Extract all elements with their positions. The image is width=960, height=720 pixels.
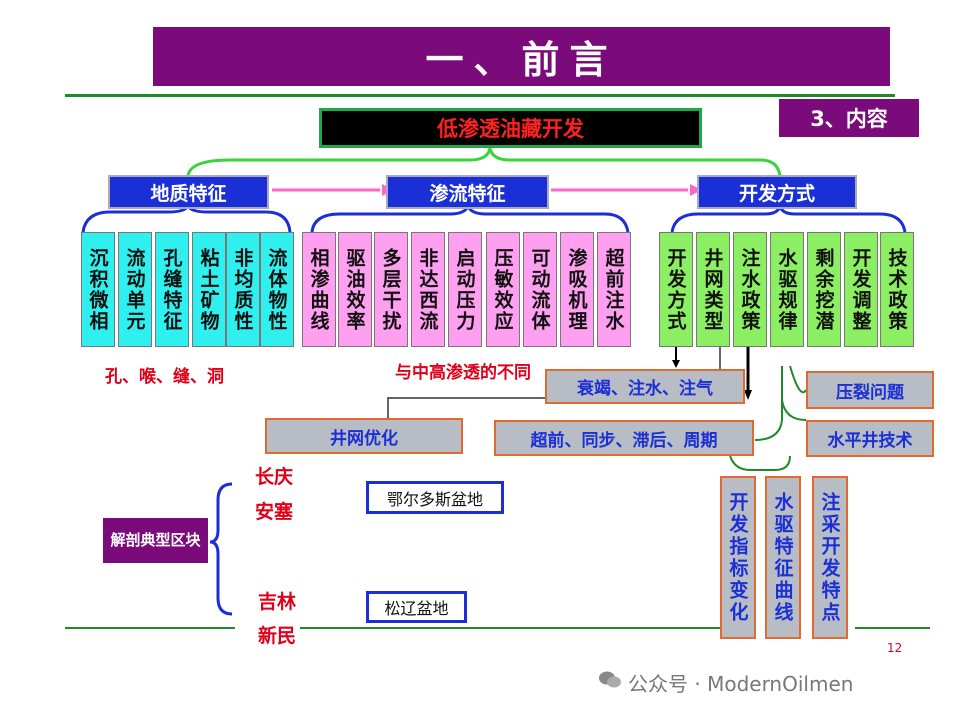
geology-item: 沉积微相	[81, 232, 115, 347]
development-item: 剩余挖潜	[807, 232, 841, 347]
seepage-item: 驱油效率	[338, 232, 372, 347]
region-changqing: 长庆	[255, 466, 294, 488]
injection-production-box: 注采开发特点	[812, 476, 848, 639]
bottom-divider-right	[300, 627, 720, 629]
seepage-item: 多层干扰	[374, 232, 408, 347]
geology-item: 孔缝特征	[155, 232, 189, 347]
basin-ordos: 鄂尔多斯盆地	[366, 481, 504, 514]
title-divider	[65, 94, 895, 97]
depletion-box: 衰竭、注水、注气	[545, 369, 745, 404]
seepage-item: 可动流体	[523, 232, 557, 347]
region-xinmin: 新民	[258, 625, 297, 647]
indicator-change-box: 开发指标变化	[720, 476, 756, 639]
development-item: 注水政策	[733, 232, 767, 347]
seepage-item: 渗吸机理	[560, 232, 594, 347]
category-seepage: 渗流特征	[386, 175, 549, 209]
watermark-text: 公众号 · ModernOilmen	[628, 672, 854, 696]
development-item: 井网类型	[696, 232, 730, 347]
slide-title: 一、前言	[153, 27, 890, 86]
seepage-item: 超前注水	[597, 232, 631, 347]
basin-songliao: 松辽盆地	[366, 591, 467, 623]
development-item: 开发方式	[659, 232, 693, 347]
region-jilin: 吉林	[258, 591, 297, 613]
waterflood-curve-box: 水驱特征曲线	[765, 476, 801, 639]
development-item: 技术政策	[880, 232, 914, 347]
geology-item: 粘土矿物	[192, 232, 226, 347]
geology-item: 非均质性	[226, 232, 260, 347]
injection-timing-box: 超前、同步、滞后、周期	[494, 420, 754, 456]
geology-item: 流体物性	[260, 232, 294, 347]
section-badge: 3、内容	[779, 99, 919, 137]
watermark: 公众号 · ModernOilmen	[598, 668, 853, 697]
page-number: 12	[887, 641, 903, 655]
main-topic-box: 低渗透油藏开发	[319, 108, 702, 148]
bottom-divider-end	[855, 627, 930, 629]
development-item: 水驱规律	[770, 232, 804, 347]
geology-item: 流动单元	[118, 232, 152, 347]
seepage-item: 压敏效应	[486, 232, 520, 347]
seepage-item: 相渗曲线	[302, 232, 336, 347]
seepage-item: 非达西流	[411, 232, 445, 347]
seepage-note: 与中高渗透的不同	[395, 363, 531, 383]
region-ansai: 安塞	[255, 501, 294, 523]
category-development: 开发方式	[697, 175, 857, 209]
development-item: 开发调整	[844, 232, 878, 347]
well-pattern-box: 井网优化	[265, 418, 463, 454]
fracturing-box: 压裂问题	[806, 371, 934, 409]
category-geology: 地质特征	[108, 175, 269, 209]
typical-block-label: 解剖典型区块	[103, 518, 208, 563]
horizontal-well-box: 水平井技术	[806, 420, 934, 457]
bottom-divider-left	[65, 627, 235, 629]
seepage-item: 启动压力	[448, 232, 482, 347]
wechat-icon	[598, 670, 622, 695]
geology-note: 孔、喉、缝、洞	[105, 367, 224, 387]
